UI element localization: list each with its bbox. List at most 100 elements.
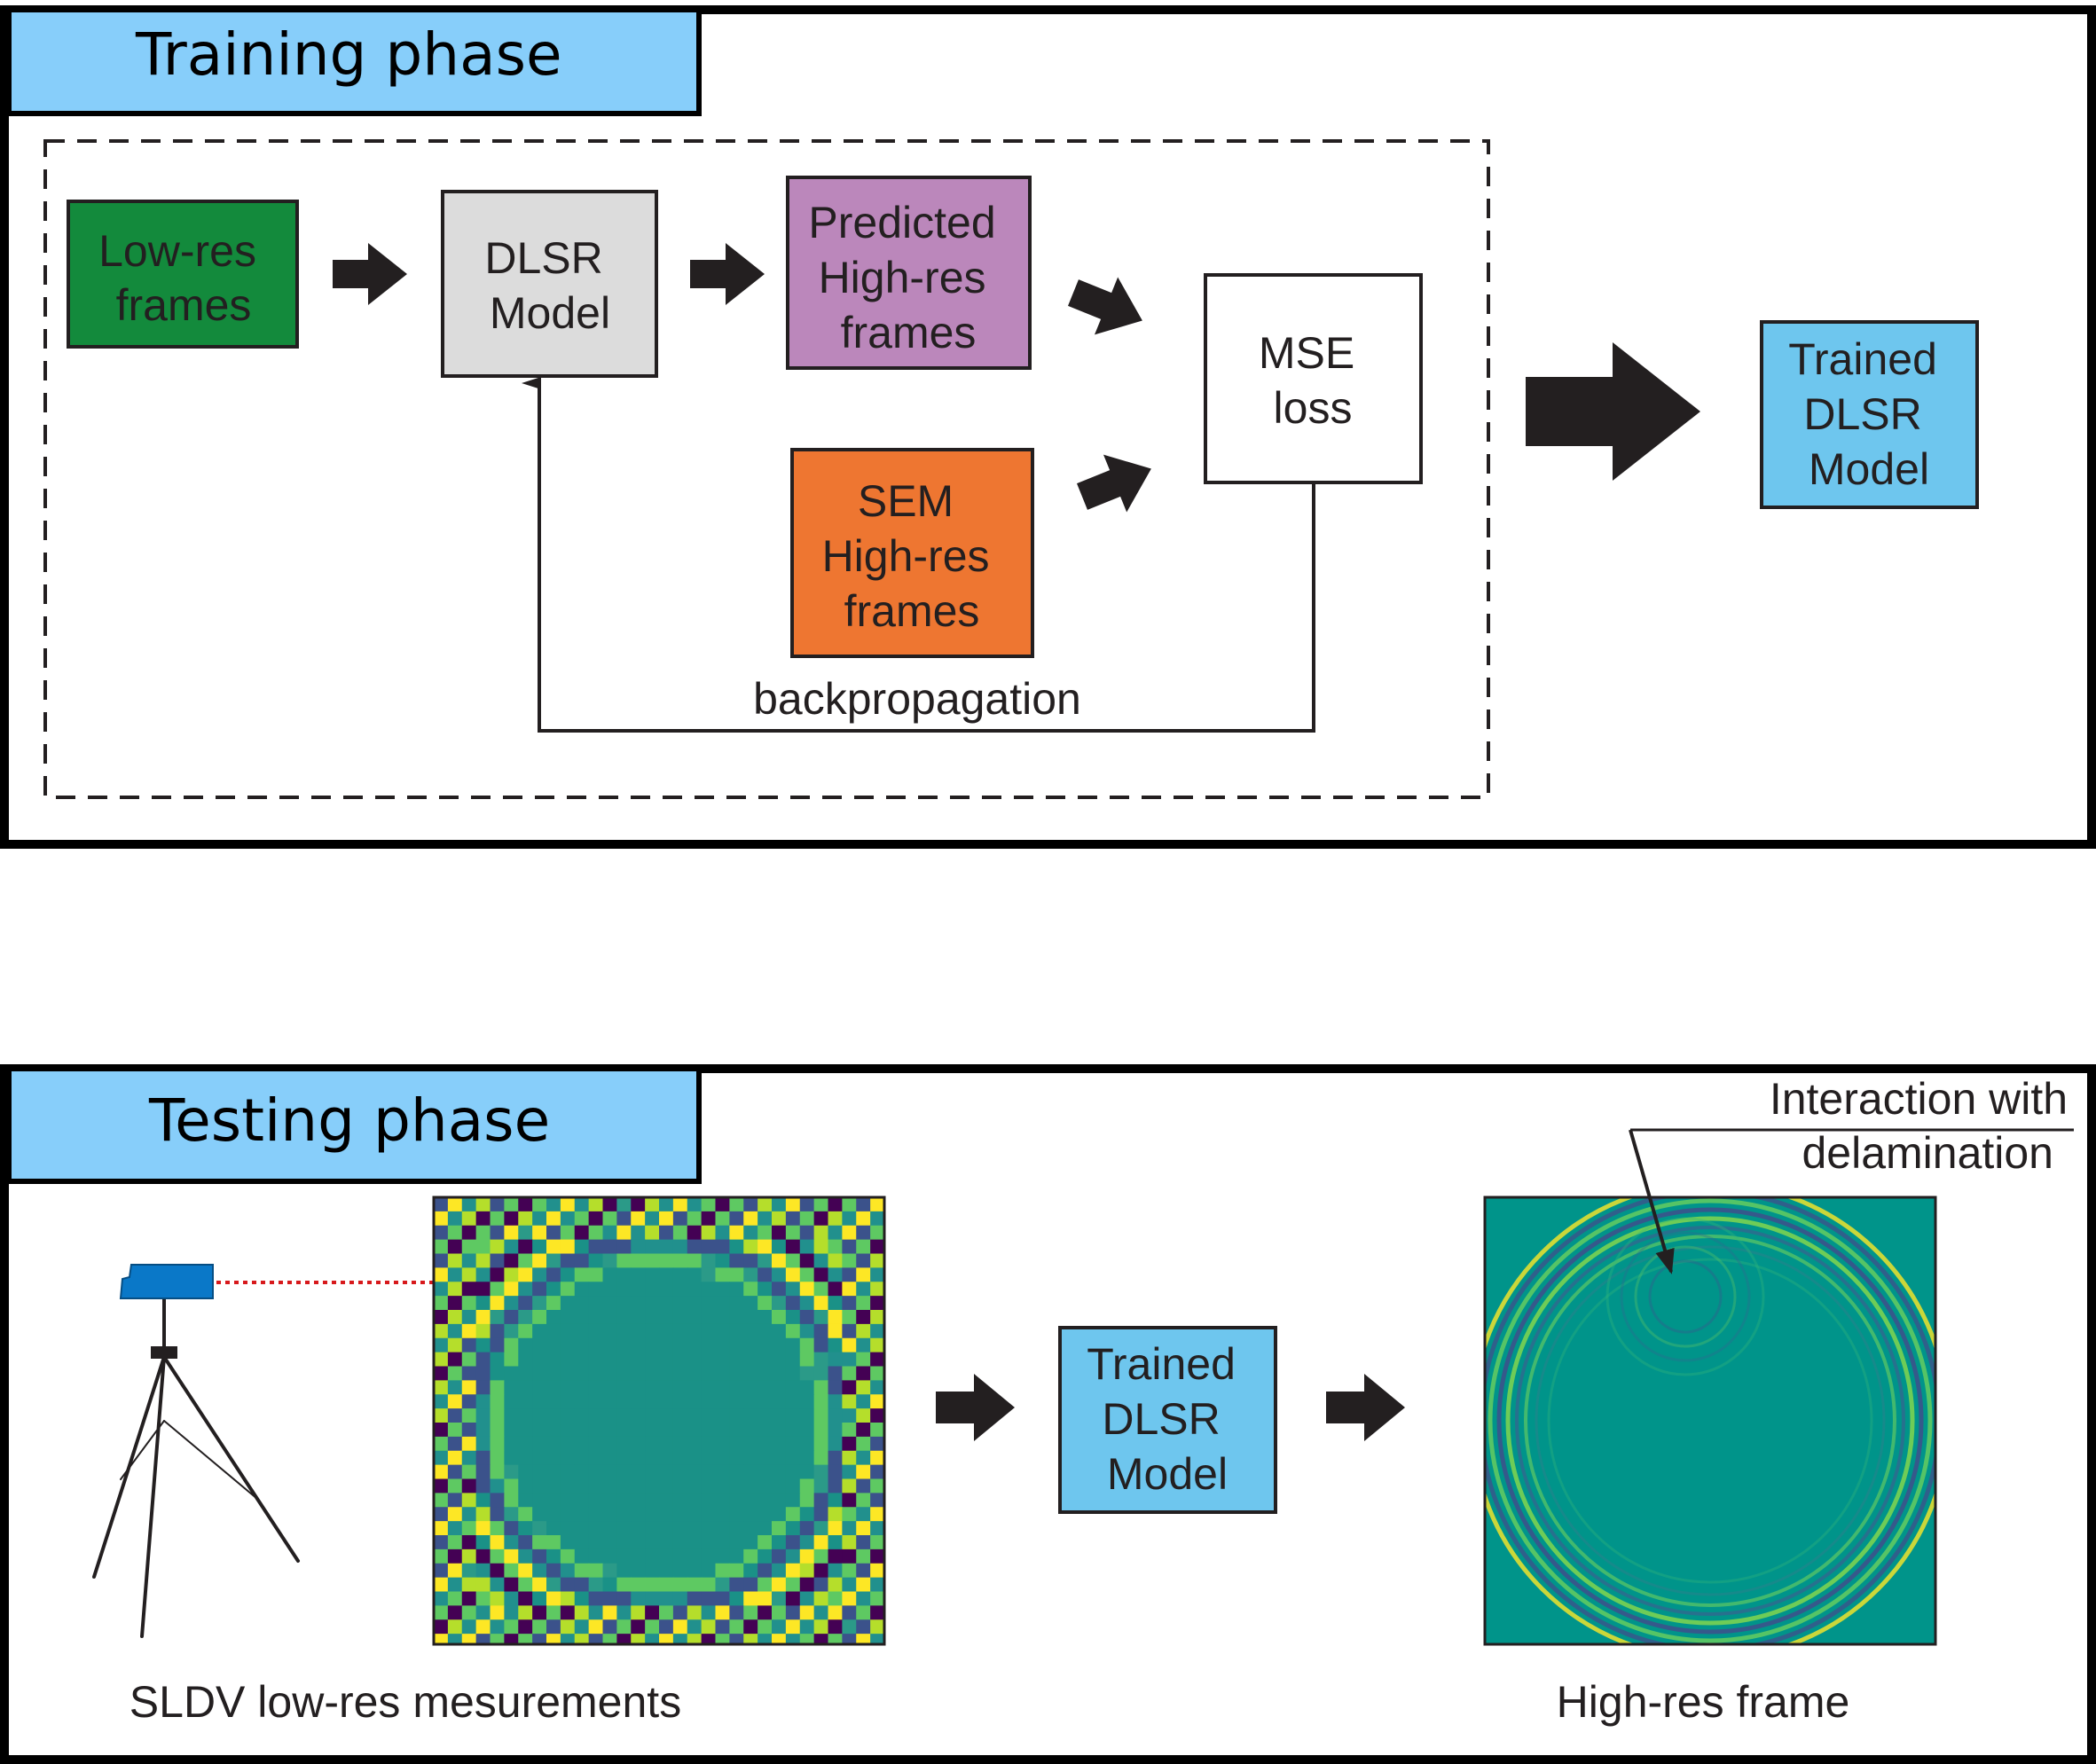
lowres-pixel — [461, 1634, 477, 1644]
lowres-pixel — [828, 1267, 843, 1282]
lowres-pixel — [743, 1337, 758, 1353]
lowres-pixel — [758, 1282, 773, 1297]
lowres-pixel — [659, 1211, 674, 1227]
lowres-pixel — [856, 1450, 871, 1466]
lowres-pixel — [434, 1521, 449, 1536]
lowres-pixel — [490, 1408, 505, 1423]
lowres-pixel — [461, 1605, 477, 1620]
lowres-pixel — [659, 1634, 674, 1644]
lowres-pixel — [659, 1352, 674, 1368]
lowres-pixel — [602, 1507, 617, 1522]
lowres-pixel — [532, 1619, 547, 1635]
lowres-pixel — [870, 1282, 884, 1297]
lowres-pixel — [799, 1464, 815, 1480]
lowres-pixel — [813, 1380, 829, 1395]
lowres-pixel — [842, 1436, 857, 1452]
lowres-pixel — [631, 1253, 646, 1268]
lowres-pixel — [785, 1408, 801, 1423]
lowres-pixel — [856, 1197, 871, 1212]
lowres-pixel — [434, 1366, 449, 1381]
lowres-pixel — [772, 1591, 787, 1606]
lowres-pixel — [574, 1464, 590, 1480]
lowres-pixel — [785, 1605, 801, 1620]
lowres-pixel — [616, 1450, 632, 1466]
lowres-pixel — [588, 1380, 604, 1395]
lowres-pixel — [560, 1197, 576, 1212]
lowres-pixel — [447, 1634, 463, 1644]
lowres-pixel — [631, 1548, 646, 1564]
lowres-pixel — [602, 1464, 617, 1480]
lowres-pixel — [758, 1253, 773, 1268]
lowres-pixel — [447, 1521, 463, 1536]
lowres-pixel — [645, 1478, 660, 1494]
lowres-pixel — [560, 1535, 576, 1550]
lowres-pixel — [631, 1634, 646, 1644]
lowres-pixel — [842, 1521, 857, 1536]
lowres-pixel — [518, 1548, 533, 1564]
lowres-pixel — [672, 1535, 688, 1550]
lowres-pixel — [799, 1296, 815, 1311]
lowres-pixel — [546, 1323, 561, 1339]
lowres-pixel — [447, 1408, 463, 1423]
lowres-pixel — [813, 1394, 829, 1409]
lowres-pixel — [546, 1408, 561, 1423]
lowres-pixel — [743, 1535, 758, 1550]
lowres-pixel — [772, 1548, 787, 1564]
lowres-pixel — [828, 1535, 843, 1550]
lowres-pixel — [518, 1619, 533, 1635]
lowres-pixel — [645, 1535, 660, 1550]
lowres-pixel — [842, 1282, 857, 1297]
lowres-pixel — [659, 1591, 674, 1606]
lowres-pixel — [828, 1323, 843, 1339]
lowres-pixel — [532, 1423, 547, 1438]
lowres-pixel — [659, 1450, 674, 1466]
lowres-pixel — [687, 1296, 703, 1311]
lowres-pixel — [772, 1197, 787, 1212]
lowres-pixel — [574, 1423, 590, 1438]
lowres-pixel — [701, 1464, 717, 1480]
lowres-pixel — [532, 1577, 547, 1593]
lowres-pixel — [701, 1605, 717, 1620]
lowres-pixel — [856, 1521, 871, 1536]
wave-ring — [1515, 1226, 1905, 1616]
lowres-pixel — [631, 1267, 646, 1282]
lowres-pixel — [461, 1225, 477, 1241]
lowres-pixel — [616, 1408, 632, 1423]
lowres-pixel — [504, 1267, 519, 1282]
lowres-pixel — [799, 1634, 815, 1644]
lowres-pixel — [701, 1507, 717, 1522]
lowres-pixel — [799, 1591, 815, 1606]
lowres-pixel — [574, 1310, 590, 1325]
lowres-pixel — [560, 1436, 576, 1452]
predicted-frames-label: Predicted High-res frames — [808, 198, 1008, 357]
lowres-pixel — [743, 1253, 758, 1268]
lowres-pixel — [672, 1507, 688, 1522]
lowres-pixel — [856, 1296, 871, 1311]
lowres-pixel — [504, 1211, 519, 1227]
lowres-pixel — [645, 1239, 660, 1255]
lowres-pixel — [631, 1366, 646, 1381]
lowres-pixel — [434, 1535, 449, 1550]
lowres-pixel — [616, 1478, 632, 1494]
lowres-pixel — [475, 1267, 491, 1282]
wave-ring — [1524, 1235, 1896, 1607]
lowres-pixel — [588, 1423, 604, 1438]
lowres-pixel — [447, 1267, 463, 1282]
lowres-pixel — [659, 1380, 674, 1395]
lowres-pixel — [672, 1239, 688, 1255]
sldv-icon — [92, 1264, 434, 1638]
lowres-pixel — [461, 1548, 477, 1564]
lowres-pixel — [687, 1619, 703, 1635]
lowres-pixel — [588, 1296, 604, 1311]
lowres-pixel — [672, 1563, 688, 1579]
lowres-pixel — [813, 1337, 829, 1353]
lowres-pixel — [659, 1366, 674, 1381]
lowres-pixel — [729, 1366, 744, 1381]
lowres-pixel — [588, 1408, 604, 1423]
lowres-pixel — [574, 1352, 590, 1368]
lowres-pixel — [631, 1450, 646, 1466]
lowres-pixel — [490, 1282, 505, 1297]
lowres-pixel — [560, 1239, 576, 1255]
lowres-pixel — [687, 1464, 703, 1480]
lowres-pixel — [588, 1619, 604, 1635]
